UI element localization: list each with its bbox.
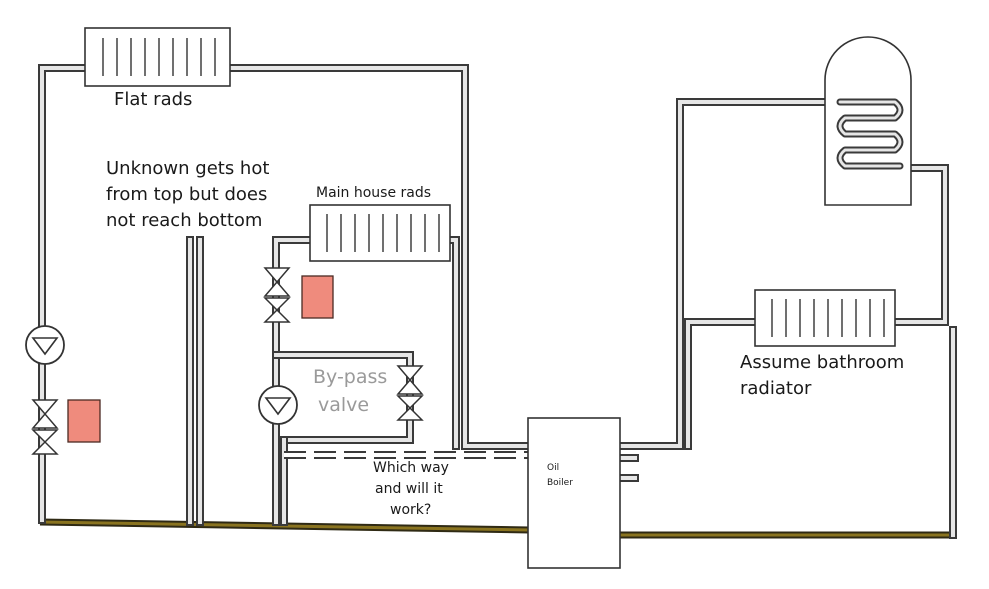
main-house-rads-label: Main house rads xyxy=(316,185,432,201)
return-pipe xyxy=(39,518,955,539)
flat-circuit-pipes xyxy=(38,64,532,526)
bypass-label-line-1: By-pass xyxy=(313,366,388,388)
boiler-label-line-1: Oil xyxy=(547,463,560,473)
unknown-note-line-1: Unknown gets hot xyxy=(106,158,270,179)
bathroom-radiator xyxy=(754,289,896,347)
main-sensor xyxy=(301,275,334,319)
cylinder-circuit-pipes xyxy=(616,98,957,539)
question-line-1: Which way xyxy=(373,460,449,476)
question-line-3: work? xyxy=(390,502,432,518)
hot-water-cylinder xyxy=(824,36,912,206)
flat-sensor xyxy=(67,399,101,443)
bypass-valve xyxy=(396,365,424,421)
unknown-note-line-3: not reach bottom xyxy=(106,210,263,231)
main-zone-valve xyxy=(263,267,291,323)
bathroom-label-line-1: Assume bathroom xyxy=(740,352,905,373)
bathroom-label-line-2: radiator xyxy=(740,378,812,399)
main-pump xyxy=(258,385,298,425)
flat-rads-label: Flat rads xyxy=(114,89,193,110)
flat-radiator xyxy=(84,27,231,87)
oil-boiler xyxy=(527,417,621,569)
question-line-2: and will it xyxy=(375,481,443,497)
main-house-radiator xyxy=(309,204,451,262)
flat-zone-valve xyxy=(31,399,59,455)
unknown-note-line-2: from top but does xyxy=(106,184,268,205)
boiler-label-line-2: Boiler xyxy=(547,478,573,488)
bypass-label-line-2: valve xyxy=(318,394,370,416)
flat-pump xyxy=(25,325,65,365)
